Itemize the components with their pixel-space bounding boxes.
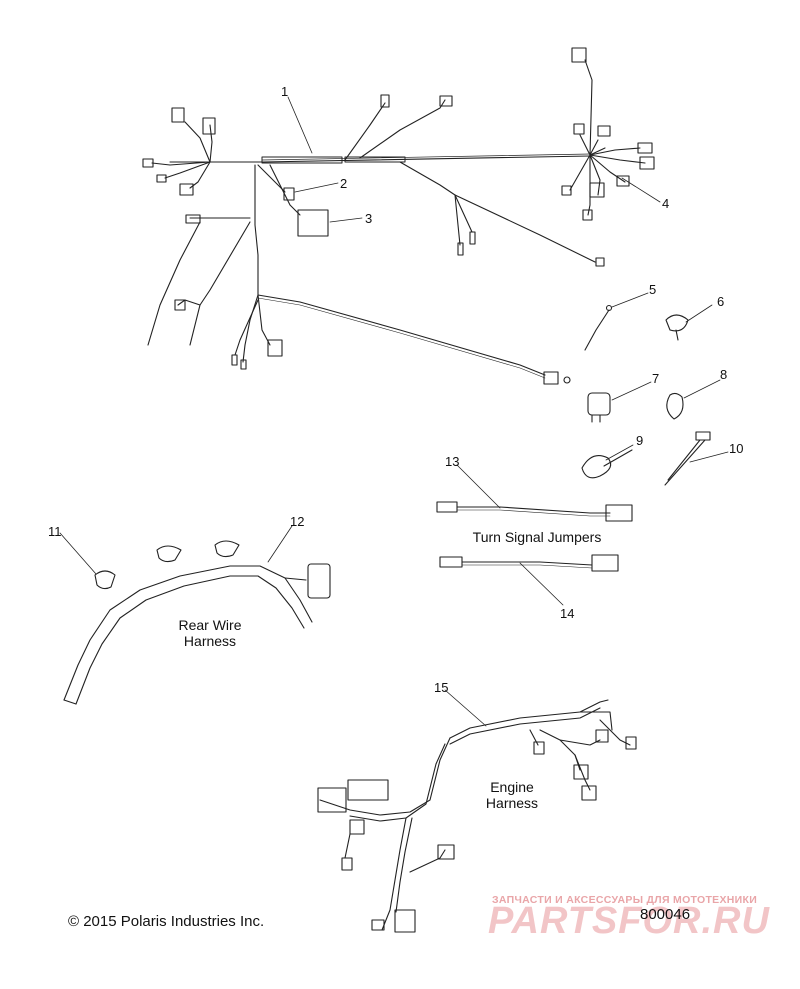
copyright-notice: © 2015 Polaris Industries Inc. [68,913,265,930]
callout-15: 15 [434,680,449,695]
turn-signal-jumper-13 [436,501,633,522]
rear-clips-item-11 [94,540,240,590]
engine-harness-label-line2: Harness [485,795,539,811]
callout-3: 3 [365,211,373,226]
callout-9: 9 [636,433,644,448]
callout-1: 1 [281,84,289,99]
wire-tie-item-5 [584,304,613,351]
clip-item-6 [665,314,689,341]
main-wire-harness [142,47,655,385]
engine-harness-label-line1: Engine [490,779,534,795]
engine-harness [317,699,637,933]
callout-4: 4 [662,196,670,211]
callout-6: 6 [717,294,725,309]
cable-tie-item-9 [581,449,633,479]
callout-13: 13 [445,454,460,469]
callout-7: 7 [652,371,660,386]
push-tie-item-10 [664,431,711,486]
callout-10: 10 [729,441,744,456]
turn-signal-jumper-14 [439,554,619,572]
watermark-brand: PARTSFOR.RU [488,900,770,942]
clamp-item-8 [666,392,684,420]
rear-wire-harness [63,563,331,705]
callout-14: 14 [560,606,575,621]
rear-harness-label-line1: Rear Wire [178,617,242,633]
figure-number: 800046 [640,906,691,923]
rear-harness-label-line2: Harness [183,633,237,649]
callout-5: 5 [649,282,657,297]
callout-12: 12 [290,514,305,529]
turn-signal-label: Turn Signal Jumpers [472,529,602,545]
connector-item-7 [587,392,611,423]
watermark-tagline: ЗАПЧАСТИ И АКСЕССУАРЫ ДЛЯ МОТОТЕХНИКИ [492,894,758,906]
leader-lines [59,96,729,727]
callout-2: 2 [340,176,348,191]
callout-11: 11 [48,524,62,539]
callout-8: 8 [720,367,728,382]
